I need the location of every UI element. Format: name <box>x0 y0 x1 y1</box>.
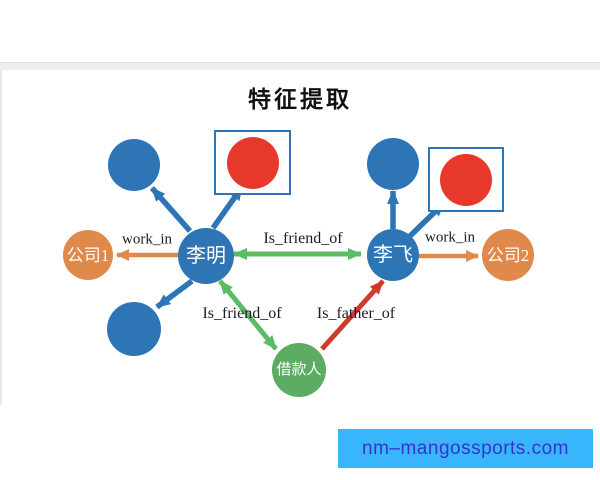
edge-label-is-friend-of-diagonal: Is_friend_of <box>202 305 282 322</box>
node-liming-label: 李明 <box>186 245 226 267</box>
feature-node-blue-top-left <box>108 139 160 191</box>
node-lifei-label: 李飞 <box>373 244 413 266</box>
page-title: 特征提取 <box>248 87 352 112</box>
watermark-banner: nm–mangossports.com <box>338 429 593 468</box>
node-borrower-label: 借款人 <box>276 361 322 378</box>
feature-box-1 <box>214 130 291 195</box>
left-edge-line <box>0 69 2 405</box>
feature-node-red-1 <box>226 136 279 189</box>
top-divider-line <box>0 62 600 70</box>
node-liming: 李明 <box>178 228 234 284</box>
feature-node-blue-top-right <box>367 138 419 190</box>
watermark-text: nm–mangossports.com <box>362 437 569 459</box>
node-company1-label: 公司1 <box>66 245 110 265</box>
node-company2-label: 公司2 <box>486 245 530 265</box>
feature-node-red-2 <box>440 153 492 206</box>
arrow-is-father-of <box>320 279 385 351</box>
node-lifei: 李飞 <box>367 229 419 281</box>
arrow-is-friend-of-diagonal <box>218 279 278 351</box>
feature-node-blue-bottom-left <box>107 302 161 356</box>
arrow-liming-to-feature-bottom-left <box>155 278 194 310</box>
edge-label-is-friend-of-horizontal: Is_friend_of <box>263 230 343 247</box>
edge-label-is-father-of: Is_father_of <box>316 305 396 322</box>
node-company1: 公司1 <box>63 230 113 280</box>
feature-box-2 <box>428 147 504 212</box>
edge-label-work-in-right: work_in <box>425 229 475 246</box>
node-company2: 公司2 <box>482 229 534 281</box>
edge-label-work-in-left: work_in <box>122 231 172 248</box>
arrow-liming-to-feature-top-left <box>149 186 193 233</box>
node-borrower: 借款人 <box>272 343 326 397</box>
